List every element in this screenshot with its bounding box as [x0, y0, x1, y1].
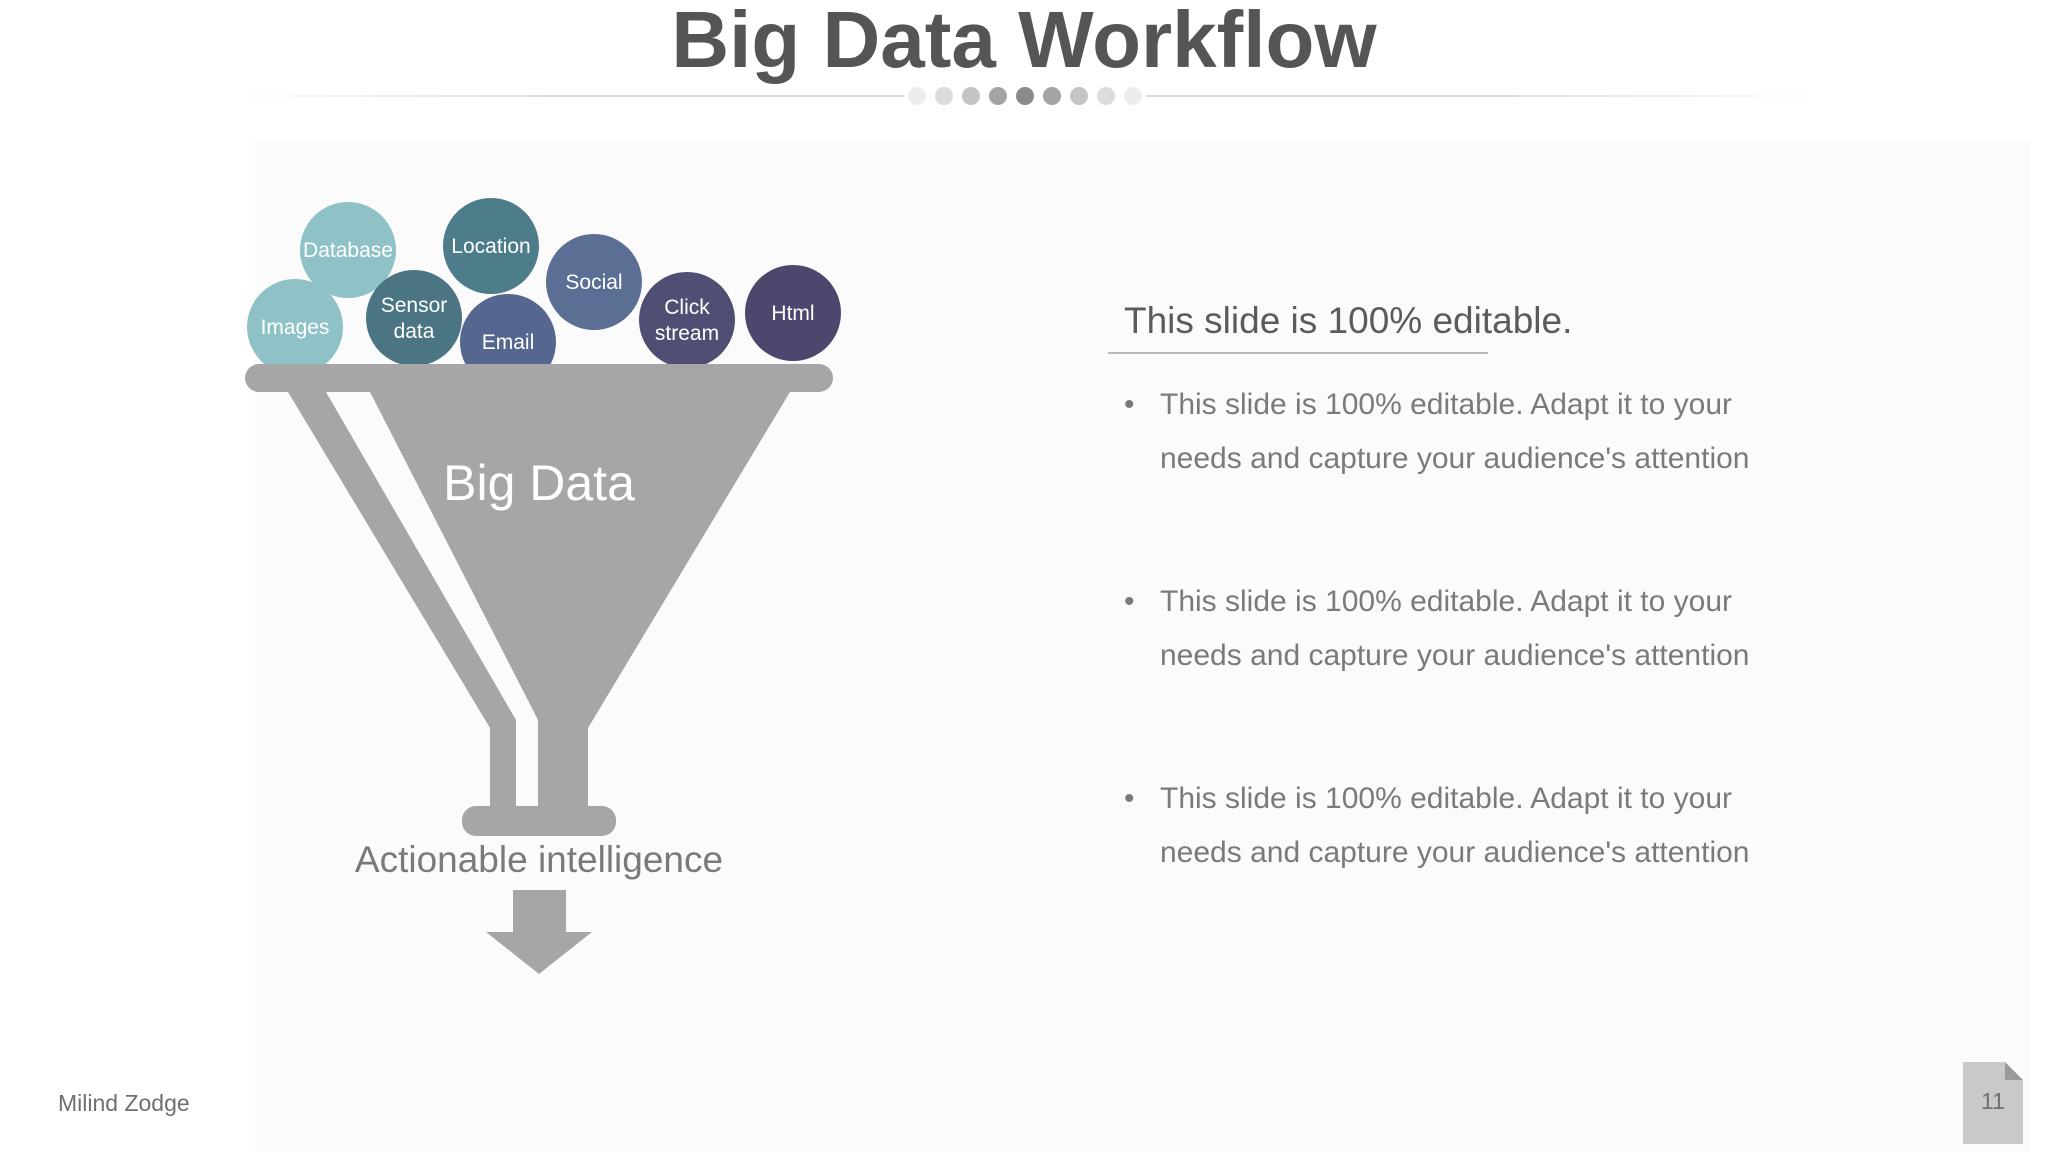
bubble-label: Social: [565, 271, 622, 294]
bubble-label: data: [394, 320, 435, 343]
bubble-html: Html: [745, 265, 841, 361]
bullet-glyph: •: [1124, 782, 1135, 815]
bubble-label: Location: [451, 235, 530, 258]
bubble-database: Database: [300, 202, 396, 298]
bubble-label: Click: [664, 296, 710, 319]
bubble-images: Images: [247, 279, 343, 375]
ornament-dot: [962, 87, 980, 105]
heading-underline: [1108, 352, 1488, 354]
bubble-circle: [745, 265, 841, 361]
ornament-dot: [1097, 87, 1115, 105]
bubble-sensor-data: Sensor data: [366, 270, 462, 366]
funnel-output-label: Actionable intelligence: [355, 839, 723, 880]
bubble-location: Location: [443, 198, 539, 294]
bubble-circle: [443, 198, 539, 294]
ornament-dot: [1016, 87, 1034, 105]
bubble-social: Social: [546, 234, 642, 330]
ornament-dot: [935, 87, 953, 105]
ornament-dot: [989, 87, 1007, 105]
bullet-text: This slide is 100% editable. Adapt it to…: [1160, 782, 1750, 869]
funnel: [245, 364, 833, 974]
funnel-rim: [245, 364, 833, 392]
ornament-dot: [1043, 87, 1061, 105]
ornament-dot: [908, 87, 926, 105]
slide-title: Big Data Workflow: [671, 0, 1377, 84]
bullet-text: This slide is 100% editable. Adapt it to…: [1160, 585, 1750, 672]
funnel-label: Big Data: [443, 455, 635, 511]
bubble-circle: [300, 202, 396, 298]
funnel-side-channel: [288, 392, 516, 806]
bubble-label: Sensor: [381, 294, 448, 317]
ornament-dot: [1070, 87, 1088, 105]
bubble-circle: [247, 279, 343, 375]
page-icon: [1963, 1062, 2023, 1144]
bubble-label: Database: [303, 239, 393, 262]
footer-author: Milind Zodge: [58, 1090, 190, 1116]
bubble-label: stream: [655, 322, 719, 345]
bubble-circle: [546, 234, 642, 330]
bubble-label: Images: [261, 316, 330, 339]
bullet-glyph: •: [1124, 585, 1135, 618]
ornament-dot: [1124, 87, 1142, 105]
bubble-label: Html: [771, 302, 814, 325]
bubble-circle: [366, 270, 462, 366]
page-number-badge: 11: [1963, 1062, 2023, 1144]
funnel-foot: [462, 806, 616, 836]
page-number: 11: [1981, 1088, 2005, 1114]
funnel-bowl: [370, 392, 790, 806]
title-dot-ornament: [904, 86, 1146, 106]
bubble-circle: [639, 272, 735, 368]
bubble-label: Email: [482, 331, 535, 354]
output-arrow: [486, 890, 592, 974]
panel-heading: This slide is 100% editable.: [1124, 300, 1573, 341]
bubble-click-stream: Click stream: [639, 272, 735, 368]
bullet-text: This slide is 100% editable. Adapt it to…: [1160, 388, 1750, 475]
bullet-glyph: •: [1124, 388, 1135, 421]
